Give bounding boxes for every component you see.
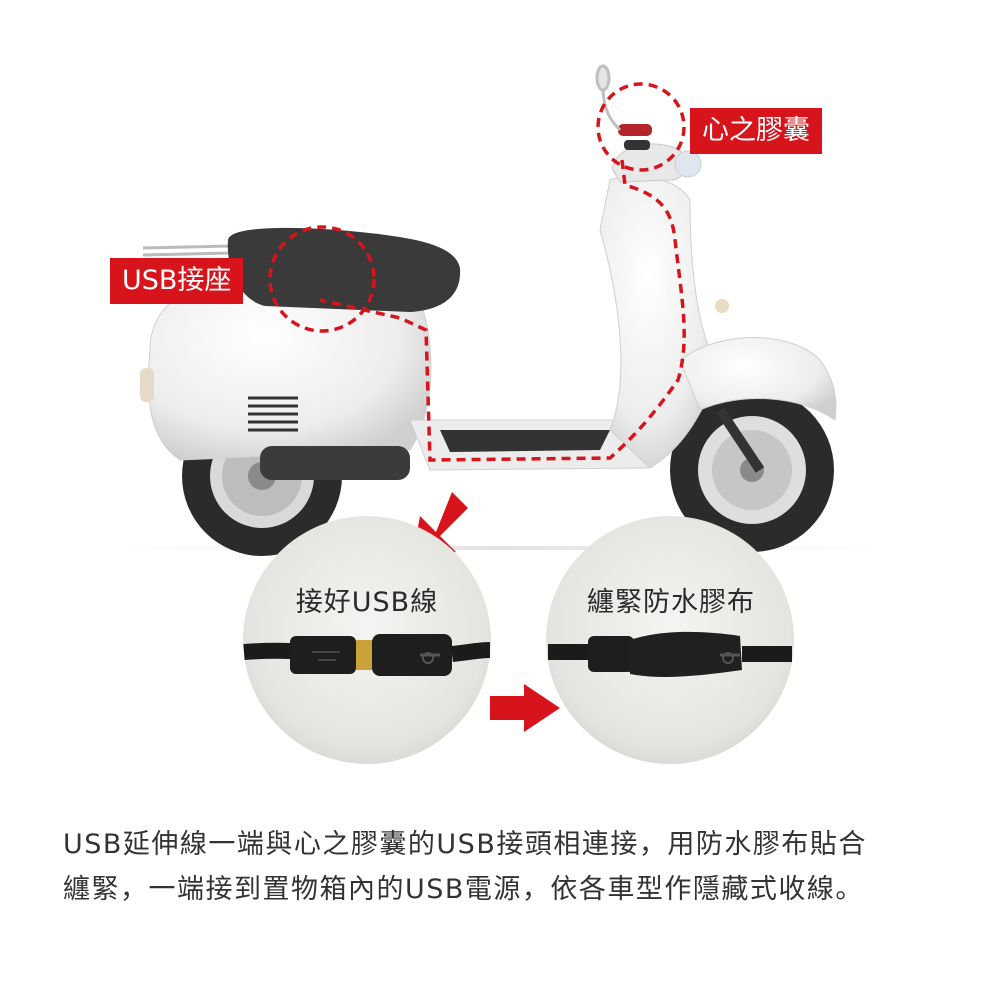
front-wheel bbox=[670, 388, 834, 552]
caption-line-2: 纏緊，一端接到置物箱內的USB電源，依各車型作隱藏式收線。 bbox=[63, 874, 864, 905]
front-fender bbox=[679, 337, 837, 421]
front-indicator bbox=[715, 299, 729, 313]
caption-line-1: USB延伸線一端與心之膠囊的USB接頭相連接，用防水膠布貼合 bbox=[63, 829, 867, 860]
floor-line bbox=[120, 546, 880, 550]
usb-wire-route bbox=[319, 159, 686, 462]
photo-tape-wrapped bbox=[546, 516, 794, 764]
engine bbox=[260, 446, 410, 480]
side-vent bbox=[248, 396, 298, 432]
step-wrap-title: 纏緊防水膠布 bbox=[587, 587, 755, 618]
handlebar bbox=[611, 124, 702, 183]
heart-capsule-label: 心之膠囊 bbox=[690, 108, 822, 154]
floor-mat bbox=[440, 430, 610, 452]
mirror bbox=[595, 64, 622, 132]
seat bbox=[227, 227, 461, 312]
rear-rack bbox=[142, 244, 233, 257]
usb-socket-label: USB接座 bbox=[110, 258, 244, 304]
arrow-right-icon bbox=[490, 684, 560, 732]
photo-usb-connected bbox=[243, 516, 491, 764]
usb-socket-highlight bbox=[268, 225, 376, 333]
heart-capsule-highlight bbox=[596, 82, 686, 172]
tail-light bbox=[140, 368, 154, 402]
step-connect-title: 接好USB線 bbox=[295, 587, 439, 618]
instruction-caption: USB延伸線一端與心之膠囊的USB接頭相連接，用防水膠布貼合 纏緊，一端接到置物… bbox=[63, 822, 943, 912]
